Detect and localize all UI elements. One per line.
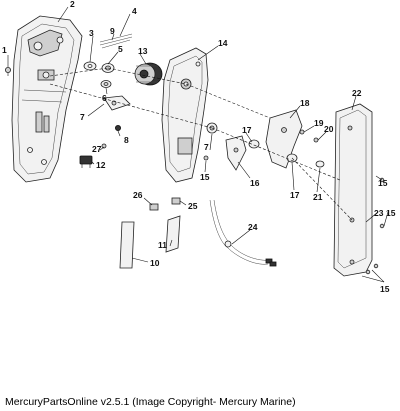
callout-27: 27 xyxy=(92,144,102,154)
friction-drum xyxy=(134,62,163,86)
leader-lines xyxy=(7,6,389,283)
callout-16: 16 xyxy=(250,178,260,188)
callout-24: 24 xyxy=(248,222,258,232)
callout-26: 26 xyxy=(133,190,143,200)
callout-19: 19 xyxy=(314,118,324,128)
callout-15: 15 xyxy=(200,172,210,182)
copyright-caption: MercuryPartsOnline v2.5.1 (Image Copyrig… xyxy=(5,396,296,408)
wiring-harness xyxy=(209,199,277,267)
spring-parts xyxy=(99,33,133,49)
switch-parts xyxy=(79,143,107,168)
exploded-parts-diagram: 1 2 3 4 5 6 7 8 9 10 11 12 13 14 15 16 1… xyxy=(2,0,396,294)
washer-parts xyxy=(83,61,115,88)
callout-11: 11 xyxy=(158,240,167,250)
callout-17-second: 17 xyxy=(290,190,300,200)
callout-7: 7 xyxy=(80,112,85,122)
screw-1 xyxy=(5,67,11,76)
callout-12: 12 xyxy=(96,160,106,170)
callout-10: 10 xyxy=(150,258,160,268)
right-small-parts xyxy=(203,109,325,171)
callout-3: 3 xyxy=(89,28,94,38)
callout-21: 21 xyxy=(313,192,323,202)
callout-15-middle: 15 xyxy=(386,208,396,218)
callout-4: 4 xyxy=(132,6,137,16)
callout-23: 23 xyxy=(374,208,384,218)
callout-9: 9 xyxy=(110,26,115,36)
callout-14: 14 xyxy=(218,38,228,48)
callout-7-second: 7 xyxy=(204,142,209,152)
cover-plate xyxy=(333,103,385,277)
callout-25: 25 xyxy=(188,201,198,211)
callout-15-lower: 15 xyxy=(380,284,390,294)
callout-2: 2 xyxy=(70,0,75,9)
callout-5: 5 xyxy=(118,44,123,54)
alignment-lines xyxy=(49,67,353,221)
lever-parts xyxy=(103,95,131,137)
clip-parts xyxy=(149,197,181,211)
callout-18: 18 xyxy=(300,98,310,108)
callout-6: 6 xyxy=(102,93,107,103)
callout-20: 20 xyxy=(324,124,334,134)
callout-17: 17 xyxy=(242,125,252,135)
callout-1: 1 xyxy=(2,45,7,55)
center-plate xyxy=(161,47,209,183)
callout-8: 8 xyxy=(124,135,129,145)
callout-15-upper: 15 xyxy=(378,178,388,188)
housing-part xyxy=(11,15,83,183)
decal-parts xyxy=(119,215,181,269)
callout-13: 13 xyxy=(138,46,148,56)
callout-labels: 1 2 3 4 5 6 7 8 9 10 11 12 13 14 15 16 1… xyxy=(2,0,396,294)
callout-22: 22 xyxy=(352,88,362,98)
